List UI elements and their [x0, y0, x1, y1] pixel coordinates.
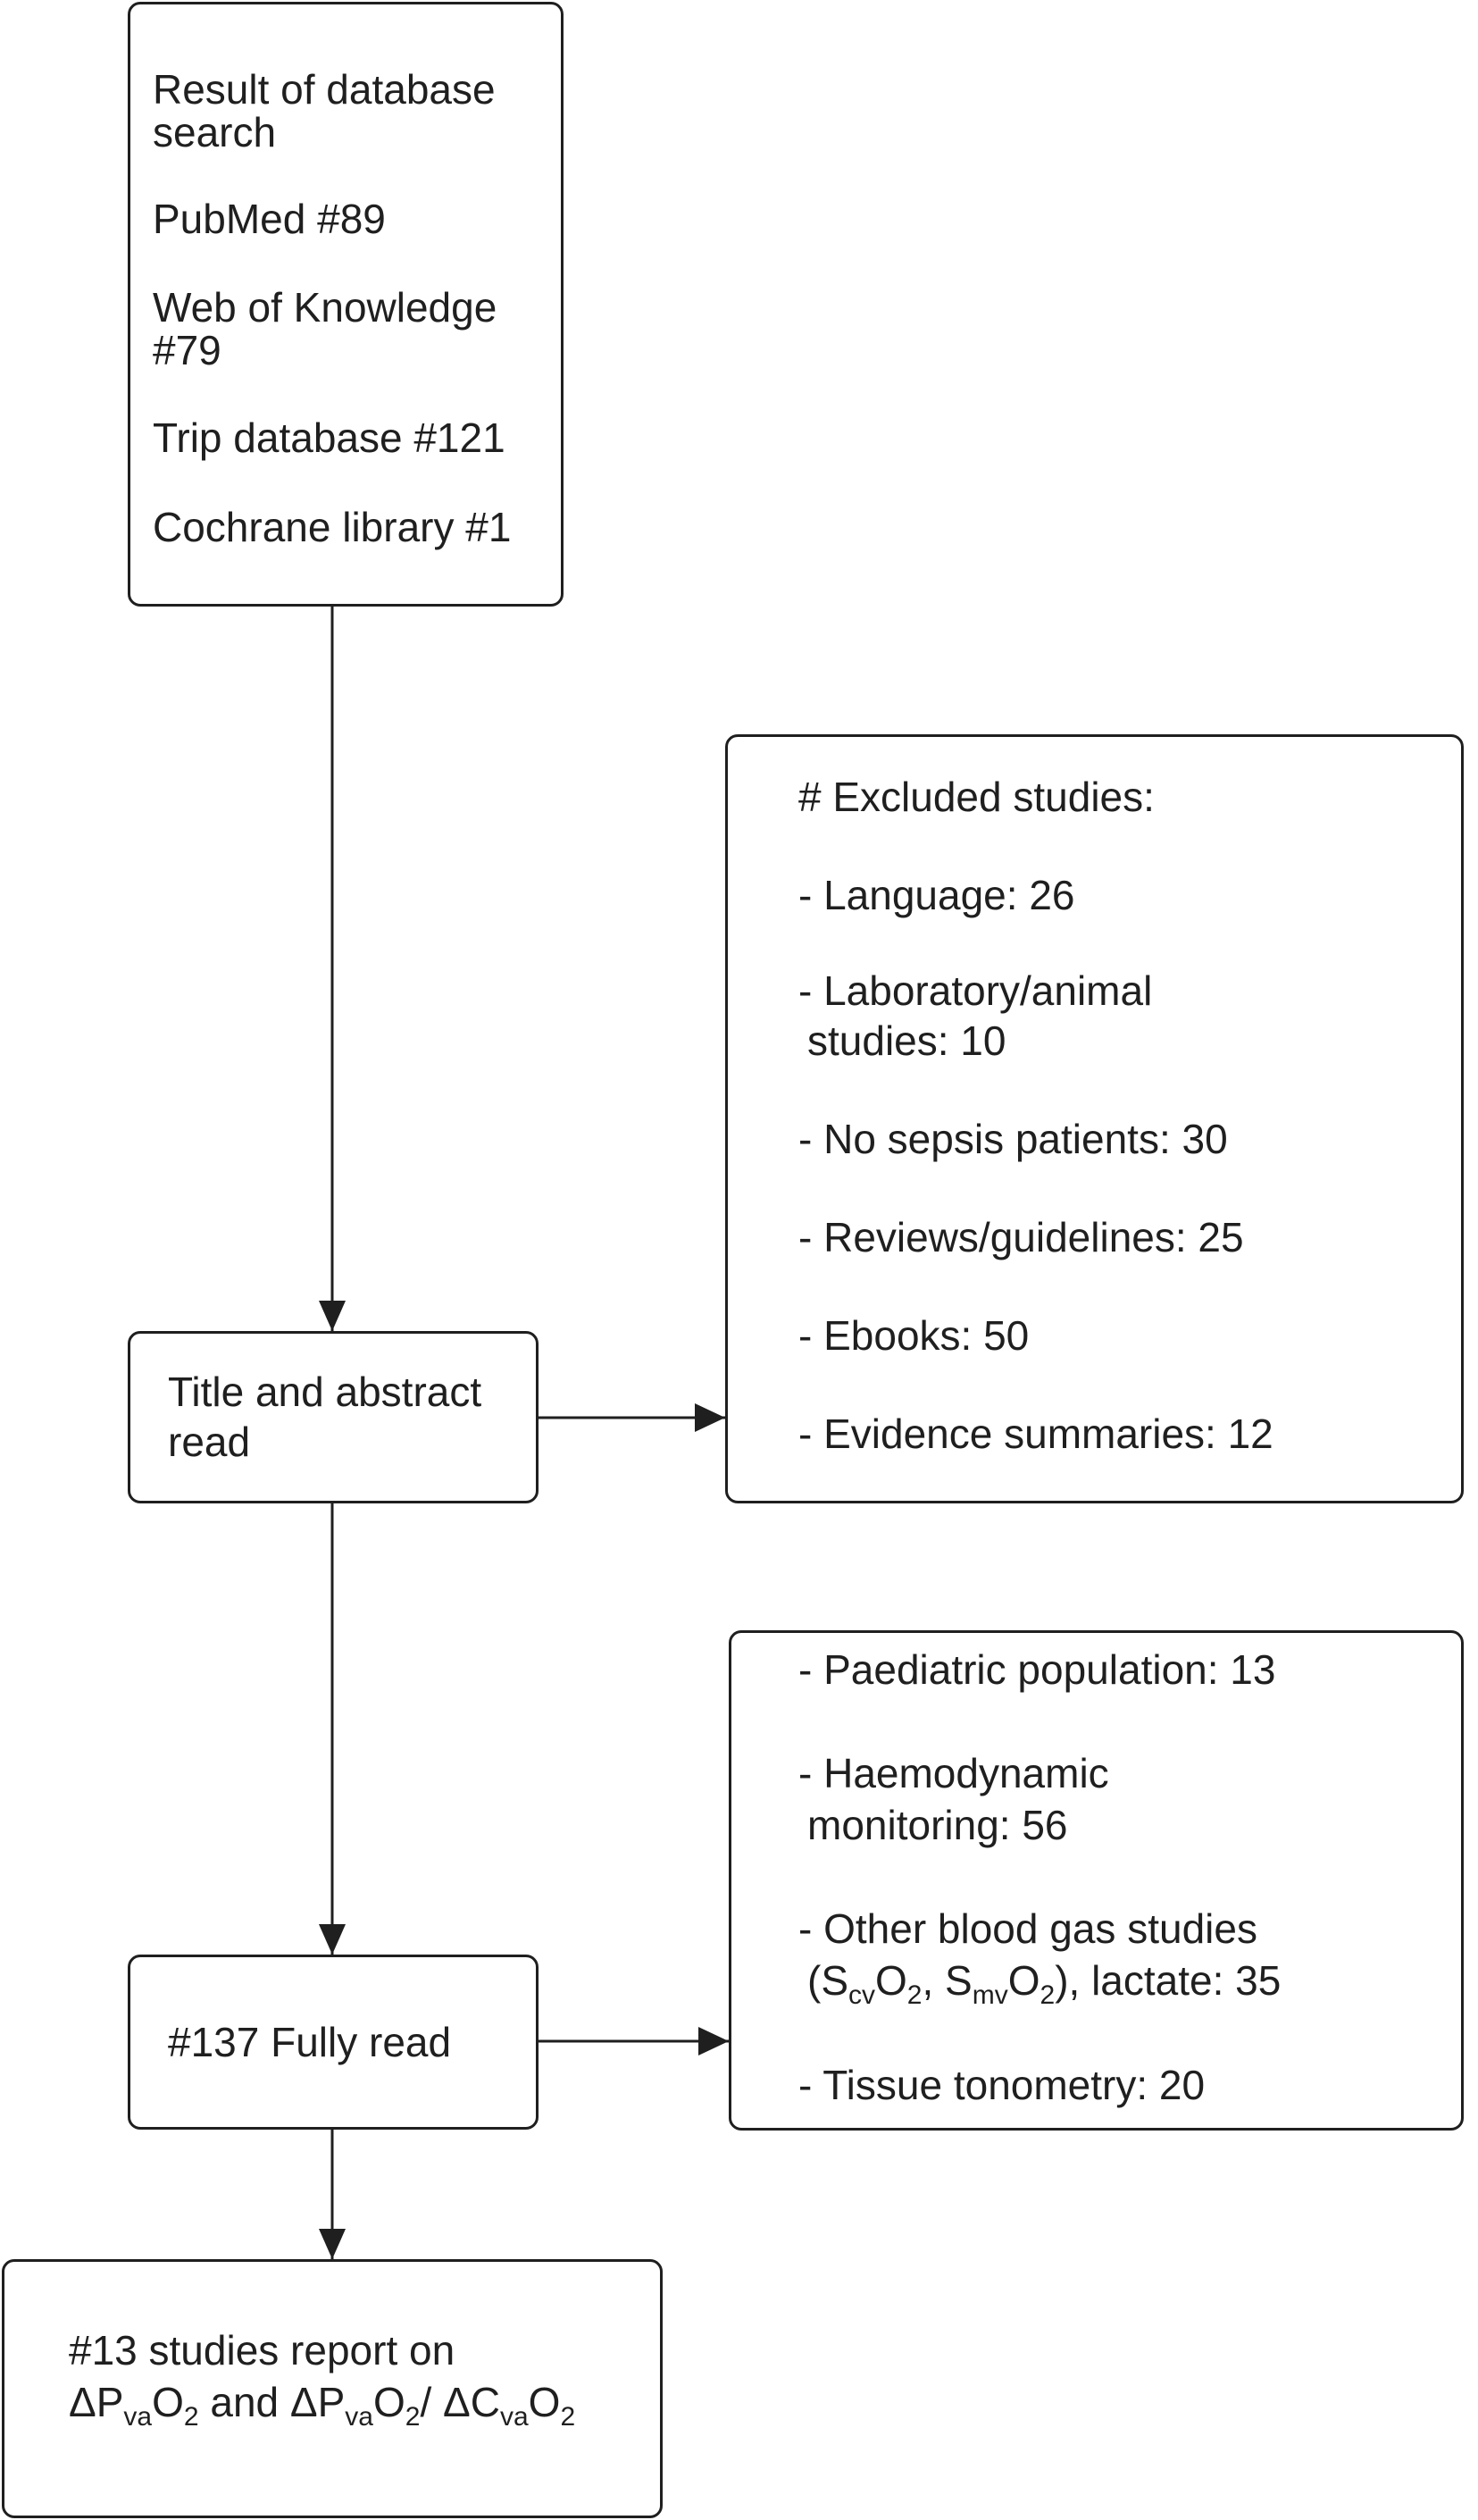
formula-va-sub-2: va [345, 2402, 373, 2432]
excluded-blood-gas-line-2: (ScvO2, SmvO2), lactate: 35 [807, 1957, 1282, 2009]
blood-gas-two-a: 2 [906, 1980, 923, 2010]
screening-label-line-1: Title and abstract [168, 1369, 482, 1415]
result-formula: ΔPvaO2 and ΔPvaO2/ ΔCvaO2 [69, 2379, 575, 2431]
formula-delta-p-1: ΔP [69, 2379, 124, 2425]
formula-o-2: O [372, 2379, 405, 2425]
excluded-ebooks: - Ebooks: 50 [798, 1312, 1030, 1359]
blood-gas-tail: ), lactate: 35 [1055, 1957, 1282, 2004]
arrowhead-fullread-to-result [319, 2229, 346, 2259]
full-read-label: #137 Fully read [168, 2019, 452, 2065]
formula-o-1: O [152, 2379, 184, 2425]
result-box: #13 studies report on ΔPvaO2 and ΔPvaO2/… [2, 2259, 663, 2518]
search-heading-line-2: search [153, 109, 277, 155]
excluded-tissue-tonometry: - Tissue tonometry: 20 [798, 2062, 1206, 2108]
formula-slash-delta-c: / ΔC [420, 2379, 500, 2425]
arrowhead-screening-to-excluded [695, 1403, 725, 1432]
screening-box: Title and abstract read [128, 1331, 539, 1503]
formula-two-sub-3: 2 [560, 2402, 576, 2432]
arrowhead-fullread-to-excluded [698, 2027, 729, 2055]
blood-gas-o2-b: O [1007, 1957, 1040, 2004]
excluded-haemodynamic-line-2: monitoring: 56 [807, 1802, 1068, 1848]
cochrane-library-count: Cochrane library #1 [153, 504, 512, 550]
fullread-exclusions-box: - Paediatric population: 13 - Haemodynam… [729, 1630, 1464, 2131]
result-line-1: #13 studies report on [69, 2327, 455, 2373]
excluded-studies-heading: # Excluded studies: [798, 774, 1155, 820]
excluded-paediatric: - Paediatric population: 13 [798, 1646, 1276, 1693]
formula-va-sub-1: va [123, 2402, 153, 2432]
formula-o-3: O [528, 2379, 561, 2425]
blood-gas-two-b: 2 [1040, 1980, 1056, 2010]
excluded-studies-box: # Excluded studies: - Language: 26 - Lab… [725, 734, 1464, 1503]
excluded-haemodynamic-line-1: - Haemodynamic [798, 1750, 1109, 1796]
pubmed-count: PubMed #89 [153, 196, 386, 242]
formula-and: and ΔP [198, 2379, 346, 2425]
excluded-reviews: - Reviews/guidelines: 25 [798, 1214, 1244, 1260]
web-of-knowledge-line-1: Web of Knowledge [153, 284, 497, 331]
arrowhead-screening-to-fullread [319, 1924, 346, 1955]
blood-gas-separator: , S [922, 1957, 973, 2004]
screening-label-line-2: read [168, 1419, 251, 1465]
blood-gas-open: (S [807, 1957, 848, 2004]
full-read-box: #137 Fully read [128, 1955, 539, 2130]
web-of-knowledge-line-2: #79 [153, 327, 221, 373]
blood-gas-smv-subscript: mv [972, 1980, 1008, 2010]
excluded-evidence-summaries: - Evidence summaries: 12 [798, 1411, 1273, 1457]
formula-two-sub-1: 2 [183, 2402, 199, 2432]
blood-gas-scv-subscript: cv [848, 1980, 875, 2010]
search-heading-line-1: Result of database [153, 66, 496, 113]
excluded-laboratory-line-2: studies: 10 [807, 1017, 1006, 1064]
database-search-box: Result of database search PubMed #89 Web… [128, 2, 564, 607]
formula-va-sub-3: va [499, 2402, 529, 2432]
blood-gas-o2-a: O [875, 1957, 907, 2004]
excluded-blood-gas-line-1: - Other blood gas studies [798, 1905, 1257, 1952]
arrowhead-search-to-screening [319, 1301, 346, 1331]
excluded-no-sepsis: - No sepsis patients: 30 [798, 1116, 1228, 1162]
trip-database-count: Trip database #121 [153, 414, 505, 461]
formula-two-sub-2: 2 [405, 2402, 421, 2432]
excluded-language: - Language: 26 [798, 872, 1075, 918]
excluded-laboratory-line-1: - Laboratory/animal [798, 967, 1153, 1014]
